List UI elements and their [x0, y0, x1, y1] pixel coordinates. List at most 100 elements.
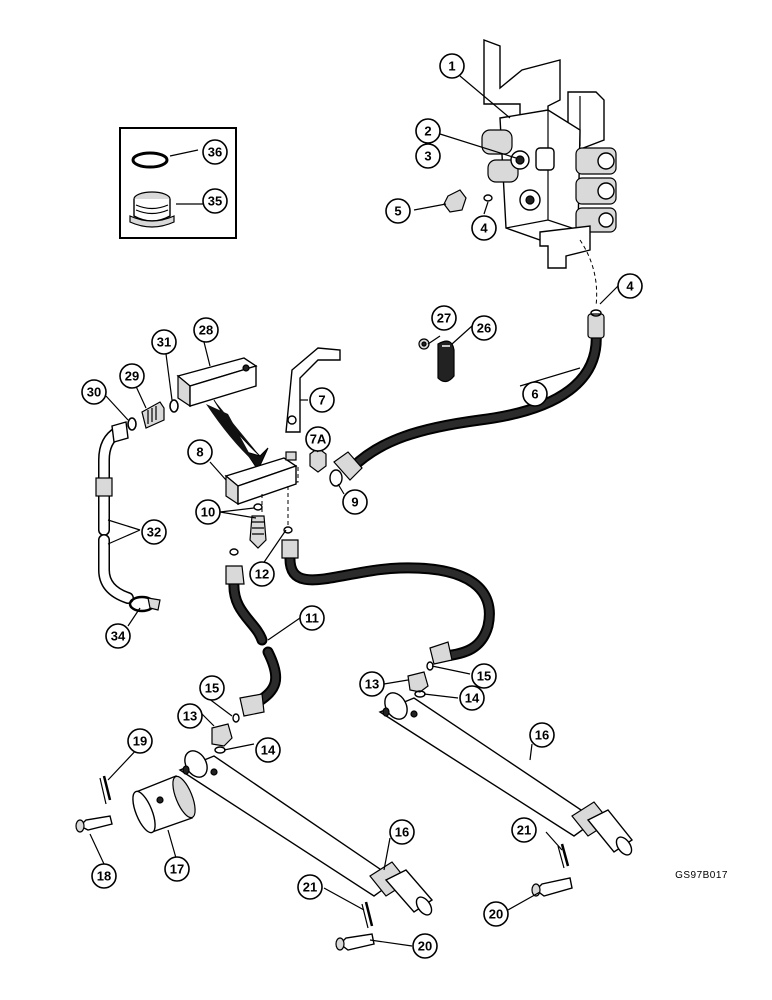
- callout-c27: 27: [431, 305, 457, 331]
- hose-11: [225, 539, 495, 717]
- callout-label: 20: [489, 907, 503, 922]
- callout-label: 16: [535, 728, 549, 743]
- clip-26-27: [418, 338, 455, 383]
- callout-label: 1: [448, 59, 455, 74]
- block-8: [224, 451, 298, 506]
- callout-label: 13: [183, 709, 197, 724]
- callout-label: 20: [418, 939, 432, 954]
- callout-label: 12: [255, 567, 269, 582]
- callout-c13b: 13: [359, 671, 385, 697]
- callout-label: 32: [147, 525, 161, 540]
- callout-c19: 19: [127, 728, 153, 754]
- callout-c28: 28: [193, 317, 219, 343]
- fittings-10-12: [229, 486, 293, 556]
- callout-label: 8: [196, 445, 203, 460]
- callout-label: 26: [477, 321, 491, 336]
- callout-label: 7A: [310, 432, 327, 447]
- callout-label: 27: [437, 311, 451, 326]
- callout-label: 18: [97, 869, 111, 884]
- callout-label: 34: [111, 629, 126, 644]
- elbow-right: [407, 661, 434, 698]
- callout-c13a: 13: [177, 703, 203, 729]
- callout-c7a: 7A: [305, 426, 331, 452]
- pin-18: [75, 815, 113, 833]
- callout-c20b: 20: [483, 901, 509, 927]
- elbow-left: [211, 713, 240, 754]
- callout-c16b: 16: [389, 819, 415, 845]
- cotter-21-left: [361, 901, 374, 929]
- callout-label: 11: [305, 611, 319, 626]
- callout-c18: 18: [91, 863, 117, 889]
- bracket-7: [261, 347, 341, 483]
- callout-c6: 6: [522, 381, 548, 407]
- fittings-29-31: [127, 399, 179, 431]
- callout-label: 10: [201, 505, 215, 520]
- callout-c21b: 21: [511, 817, 537, 843]
- block-28: [176, 357, 269, 472]
- callout-label: 7: [318, 393, 325, 408]
- cylinder-left: [178, 750, 434, 916]
- callout-label: 9: [351, 495, 358, 510]
- callout-label: 28: [199, 323, 213, 338]
- callout-label: 31: [157, 335, 171, 350]
- callout-c4b: 4: [617, 273, 643, 299]
- callout-label: 4: [480, 221, 488, 236]
- callout-c5: 5: [385, 198, 411, 224]
- callout-c14b: 14: [459, 685, 485, 711]
- callout-c35: 35: [202, 188, 228, 214]
- callout-c26: 26: [471, 315, 497, 341]
- callout-c7: 7: [309, 387, 335, 413]
- cotter-21-right: [557, 843, 570, 869]
- callout-label: 13: [365, 677, 379, 692]
- callout-label: 36: [208, 145, 222, 160]
- callout-c3: 3: [415, 143, 441, 169]
- figure-reference-code: GS97B017: [675, 870, 728, 881]
- callout-label: 14: [261, 743, 276, 758]
- control-valve-assembly: [443, 38, 617, 307]
- callout-label: 2: [424, 124, 431, 139]
- callout-c17: 17: [164, 856, 190, 882]
- cylinder-right: [378, 692, 634, 856]
- plug-35: [129, 191, 175, 228]
- callout-label: 21: [517, 823, 531, 838]
- callout-label: 29: [125, 369, 139, 384]
- o-ring-36: [131, 151, 169, 169]
- callout-c4a: 4: [471, 215, 497, 241]
- pin-20-left: [335, 933, 375, 951]
- tube-32: [95, 421, 134, 604]
- callout-c32: 32: [141, 519, 167, 545]
- callout-c16a: 16: [529, 722, 555, 748]
- callout-c1: 1: [439, 53, 465, 79]
- callout-c36: 36: [202, 139, 228, 165]
- callout-c20a: 20: [412, 933, 438, 959]
- callout-c21a: 21: [297, 874, 323, 900]
- callout-label: 19: [133, 734, 147, 749]
- callout-label: 3: [424, 149, 431, 164]
- callout-label: 16: [395, 825, 409, 840]
- callouts: 123445677A891011121313141415151616171819…: [81, 53, 643, 959]
- callout-label: 17: [170, 862, 184, 877]
- hose-6: [329, 309, 605, 487]
- callout-c8: 8: [187, 439, 213, 465]
- sleeve-17: [132, 775, 196, 834]
- hose-clamp-34: [128, 595, 161, 613]
- callout-label: 6: [531, 387, 538, 402]
- callout-c15b: 15: [471, 663, 497, 689]
- leader-lines: [89, 75, 619, 947]
- callout-label: 5: [394, 204, 401, 219]
- callout-c29: 29: [119, 363, 145, 389]
- callout-c34: 34: [105, 623, 131, 649]
- callout-c31: 31: [151, 329, 177, 355]
- callout-label: 21: [303, 880, 317, 895]
- callout-c14a: 14: [255, 737, 281, 763]
- callout-label: 15: [477, 669, 491, 684]
- callout-label: 30: [87, 385, 101, 400]
- pin-20-right: [531, 877, 573, 897]
- callout-c12: 12: [249, 561, 275, 587]
- callout-c10: 10: [195, 499, 221, 525]
- callout-label: 4: [626, 279, 634, 294]
- cotter-19: [99, 775, 112, 805]
- callout-c2: 2: [415, 118, 441, 144]
- callout-label: 14: [465, 691, 480, 706]
